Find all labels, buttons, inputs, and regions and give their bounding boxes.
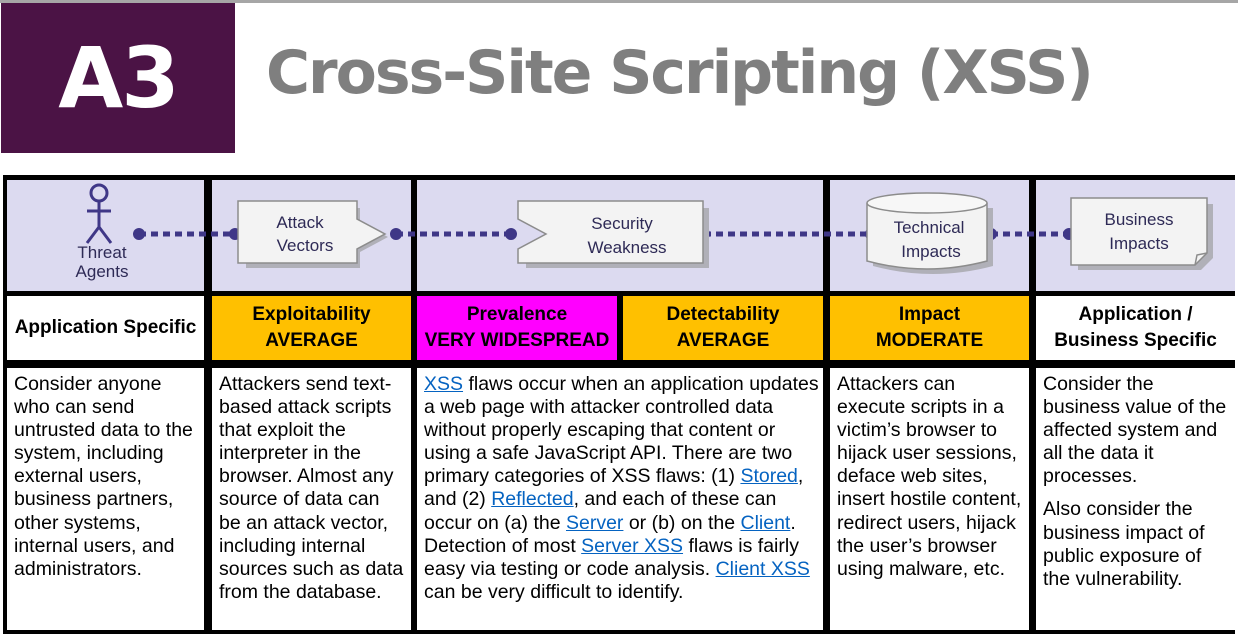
technical-impacts-text: Attackers can execute scripts in a victi… — [837, 373, 1022, 580]
technical-impacts-label-1: Technical — [894, 218, 965, 237]
attack-vectors-description: Attackers send text-based attack scripts… — [212, 368, 411, 630]
exploitability-label: Exploitability — [252, 304, 371, 325]
server-link[interactable]: Server — [565, 511, 624, 534]
business-rating-line-1: Application / — [1078, 304, 1193, 325]
risk-table: Threat Agents Attack Vectors Security We… — [3, 175, 1235, 634]
detectability-rating: Detectability AVERAGE — [623, 296, 823, 360]
client-xss-link[interactable]: Client XSS — [715, 557, 810, 580]
connector-dot — [133, 228, 145, 240]
weakness-text-1: flaws occur when an application updates … — [424, 373, 819, 488]
page-title: Cross-Site Scripting (XSS) — [266, 38, 1094, 108]
technical-impacts-cylinder-icon — [866, 192, 993, 274]
connector-dot — [505, 228, 517, 240]
impact-label: Impact — [898, 304, 961, 325]
security-weakness-label-2: Weakness — [587, 238, 666, 257]
prevalence-value: VERY WIDESPREAD — [424, 330, 610, 351]
business-impacts-rating: Application / Business Specific — [1036, 296, 1235, 360]
prevalence-rating: Prevalence VERY WIDESPREAD — [417, 296, 617, 360]
prevalence-label: Prevalence — [466, 304, 568, 325]
technical-impacts-description: Attackers can execute scripts in a victi… — [830, 368, 1029, 630]
weakness-text-6: flaws is fairly easy via testing or code… — [424, 534, 799, 580]
threat-agent-person-icon — [85, 183, 113, 244]
security-weakness-text: XSS flaws occur when an application upda… — [424, 373, 819, 604]
reflected-link[interactable]: Reflected — [491, 488, 574, 511]
risk-flow-diagram: Threat Agents Attack Vectors Security We… — [76, 183, 1213, 281]
threat-agents-description: Consider anyone who can send untrusted d… — [7, 368, 204, 630]
weakness-text-7: can be very difficult to identify. — [424, 580, 684, 603]
detectability-value: AVERAGE — [676, 330, 770, 351]
security-weakness-label-1: Security — [591, 214, 653, 233]
business-impacts-description: Consider the business value of the affec… — [1036, 368, 1235, 630]
category-badge: A3 — [1, 3, 235, 153]
weakness-text-3: , and each of these can occur on (a) the — [424, 488, 777, 534]
business-impacts-document-icon — [1070, 197, 1208, 266]
attack-vectors-label-2: Vectors — [277, 236, 334, 255]
server-xss-link[interactable]: Server XSS — [581, 534, 684, 557]
attack-vectors-label-1: Attack — [276, 213, 324, 232]
threat-agents-text: Consider anyone who can send untrusted d… — [14, 373, 193, 580]
attack-vectors-text: Attackers send text-based attack scripts… — [219, 373, 404, 603]
threat-agents-rating: Application Specific — [7, 296, 204, 360]
business-rating-line-2: Business Specific — [1054, 330, 1217, 351]
security-weakness-description: XSS flaws occur when an application upda… — [417, 368, 823, 630]
security-weakness-arrow-box — [517, 200, 704, 264]
threat-agents-rating-text: Application Specific — [14, 317, 197, 338]
weakness-text-2: , and (2) — [424, 465, 804, 511]
technical-impacts-label-2: Impacts — [901, 242, 961, 261]
attack-vectors-arrow-box — [237, 200, 387, 264]
top-rule — [0, 0, 1238, 3]
exploitability-rating: Exploitability AVERAGE — [212, 296, 411, 360]
connector-dot — [390, 228, 402, 240]
threat-agents-label-1: Threat — [77, 243, 126, 262]
impact-rating: Impact MODERATE — [830, 296, 1029, 360]
weakness-text-5: . Detection of most — [424, 511, 796, 557]
business-impacts-label-2: Impacts — [1109, 234, 1169, 253]
business-impacts-label-1: Business — [1105, 210, 1174, 229]
detectability-label: Detectability — [666, 304, 780, 325]
business-impacts-text-2: Also consider the business impact of pub… — [1043, 498, 1205, 590]
business-impacts-text-1: Consider the business value of the affec… — [1043, 373, 1227, 488]
threat-agents-label-2: Agents — [76, 262, 129, 281]
xss-link[interactable]: XSS — [424, 373, 464, 395]
client-link[interactable]: Client — [740, 511, 791, 534]
weakness-text-4: or (b) on the — [623, 511, 741, 534]
stored-link[interactable]: Stored — [740, 465, 798, 488]
exploitability-value: AVERAGE — [265, 330, 358, 351]
impact-value: MODERATE — [875, 330, 984, 351]
